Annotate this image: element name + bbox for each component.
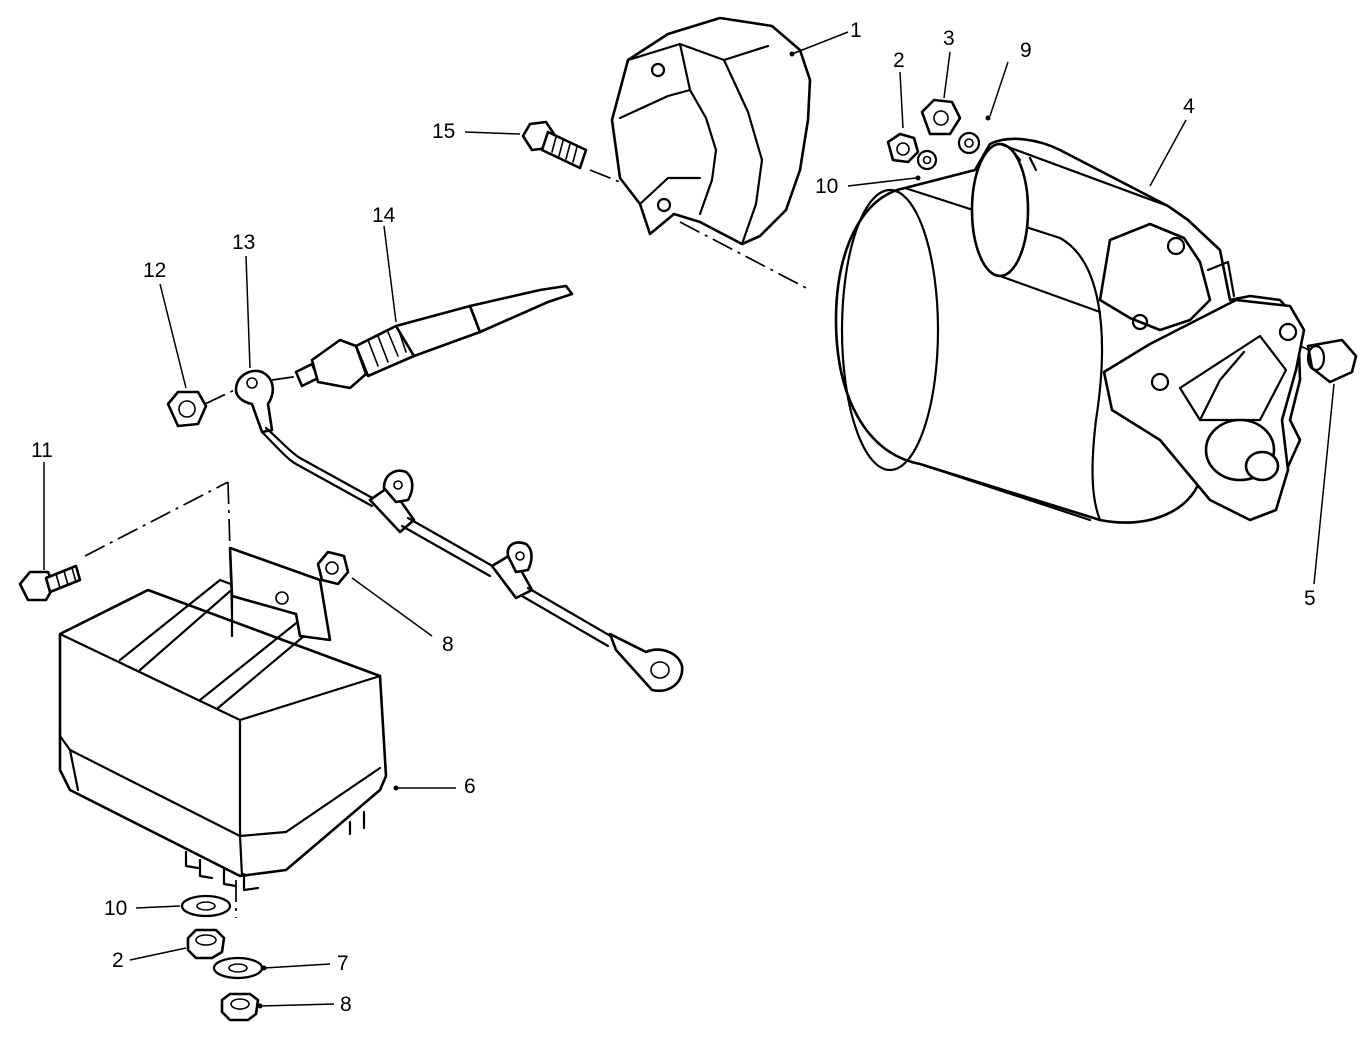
callout-10-bottom: 10 [104, 897, 128, 920]
callout-14: 14 [372, 204, 396, 227]
callout-4: 4 [1183, 95, 1195, 118]
lock-washer-part-10-top [916, 149, 938, 171]
leader-lines [43, 31, 1335, 1009]
callout-2-bottom: 2 [112, 949, 124, 972]
callout-2-top: 2 [893, 49, 905, 72]
starter-motor-part-4 [834, 137, 1306, 524]
callout-11: 11 [31, 439, 53, 462]
nut-part-3 [920, 98, 962, 136]
callout-8-lower: 8 [340, 993, 352, 1016]
callout-1: 1 [850, 19, 862, 42]
callout-7: 7 [337, 952, 349, 975]
callout-13: 13 [232, 231, 256, 254]
lock-washer-part-9 [957, 131, 981, 155]
bolt-part-11 [18, 564, 82, 602]
callout-3: 3 [943, 27, 955, 50]
bushing-part-5 [1306, 338, 1358, 384]
callout-10-top: 10 [815, 175, 839, 198]
callout-8-upper: 8 [442, 633, 454, 656]
control-box-part-6 [58, 546, 388, 892]
callout-5: 5 [1304, 587, 1316, 610]
nut-part-8-upper [316, 550, 350, 586]
top-hardware-group [886, 98, 991, 181]
bottom-hardware-group [180, 894, 264, 1022]
nut-part-12 [166, 390, 208, 428]
lock-washer-part-7 [212, 956, 264, 980]
nut-part-8-lower [220, 992, 260, 1022]
bolt-part-15 [521, 120, 588, 170]
cable-part-13 [234, 369, 684, 693]
callout-9: 9 [1020, 39, 1032, 62]
glow-plug-part-14 [294, 284, 574, 390]
nut-part-2-top [886, 132, 920, 164]
heat-shield-part-1 [610, 16, 812, 246]
callout-6: 6 [464, 775, 476, 798]
lock-washer-part-10-bottom [180, 894, 232, 918]
callout-12: 12 [143, 259, 167, 282]
callout-15: 15 [432, 120, 456, 143]
